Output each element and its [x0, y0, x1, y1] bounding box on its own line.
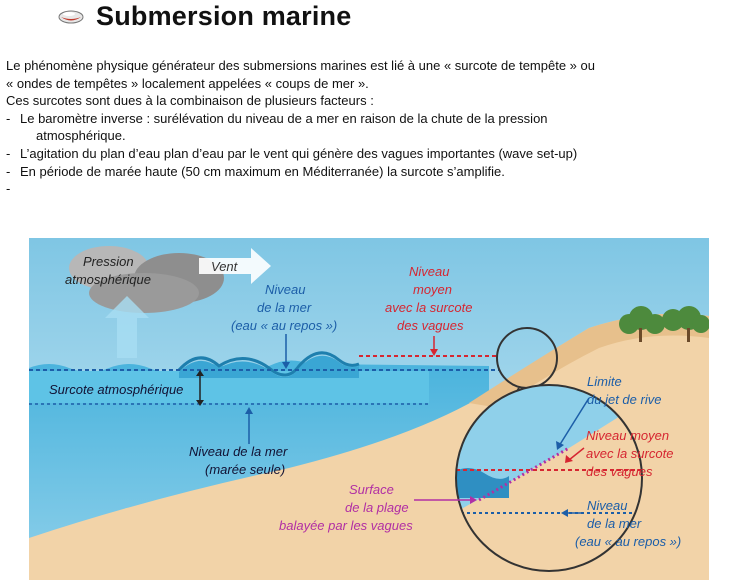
- bullet-dash: -: [6, 145, 11, 161]
- label-surcote: Surcote atmosphérique: [49, 382, 183, 397]
- label-niveau-moyen-1: Niveau: [409, 264, 449, 279]
- page-title: Submersion marine: [96, 0, 352, 31]
- label-niveau-maree-2: (marée seule): [205, 462, 285, 477]
- label-niveau-maree-1: Niveau de la mer: [189, 444, 288, 459]
- wave-crests: [177, 351, 360, 377]
- bullet-dash: -: [6, 181, 11, 197]
- label-zoom-niveau-2: de la mer: [587, 516, 642, 531]
- bullet-text: Le baromètre inverse : surélévation du n…: [20, 110, 548, 126]
- label-vent: Vent: [211, 259, 239, 274]
- label-niveau-moyen-2: moyen: [413, 282, 452, 297]
- bullet-text: En période de marée haute (50 cm maximum…: [20, 163, 505, 179]
- zoom-circle: [456, 385, 642, 571]
- bullet-text: L’agitation du plan d’eau plan d’eau par…: [20, 145, 578, 161]
- label-zoom-moyen-3: des vagues: [586, 464, 653, 479]
- label-niveau-moyen-3: avec la surcote: [385, 300, 472, 315]
- label-zoom-moyen-2: avec la surcote: [586, 446, 673, 461]
- body-text: Le phénomène physique générateur des sub…: [6, 57, 726, 198]
- label-zoom-moyen-1: Niveau moyen: [586, 428, 669, 443]
- bullet-dash: -: [6, 163, 11, 179]
- submersion-diagram: Pression atmosphérique Vent Niveau de la…: [29, 238, 709, 580]
- bullet-item: - Le baromètre inverse : surélévation du…: [6, 110, 726, 128]
- label-niveau-moyen-4: des vagues: [397, 318, 464, 333]
- bullet-continuation: atmosphérique.: [36, 128, 126, 144]
- title-row: Submersion marine: [58, 0, 351, 32]
- pressure-arrow: [105, 296, 149, 358]
- wind-arrow: [199, 248, 271, 284]
- label-zoom-niveau-1: Niveau: [587, 498, 627, 513]
- label-surface-1: Surface: [349, 482, 394, 497]
- paragraph-line: Ces surcotes sont dues à la combinaison …: [6, 93, 374, 109]
- label-niveau-repos-3: (eau « au repos »): [231, 318, 337, 333]
- label-niveau-repos-1: Niveau: [265, 282, 305, 297]
- label-pression-2: atmosphérique: [65, 272, 151, 287]
- label-surface-2: de la plage: [345, 500, 409, 515]
- bullet-item: - En période de marée haute (50 cm maxim…: [6, 163, 726, 181]
- label-zoom-niveau-3: (eau « au repos »): [575, 534, 681, 549]
- bullet-item-empty: -: [6, 180, 726, 198]
- paragraph-line: « ondes de tempêtes » localement appelée…: [6, 75, 369, 91]
- trees: [619, 306, 709, 342]
- label-surface-3: balayée par les vagues: [279, 518, 413, 533]
- bullet-item: - L’agitation du plan d’eau plan d’eau p…: [6, 145, 726, 163]
- submarine-bullet-icon: [58, 10, 84, 24]
- paragraph-line: Le phénomène physique générateur des sub…: [6, 58, 595, 73]
- label-pression-1: Pression: [83, 254, 134, 269]
- bullet-dash: -: [6, 110, 11, 126]
- label-limite-2: du jet de rive: [587, 392, 661, 407]
- label-niveau-repos-2: de la mer: [257, 300, 312, 315]
- label-limite-1: Limite: [587, 374, 622, 389]
